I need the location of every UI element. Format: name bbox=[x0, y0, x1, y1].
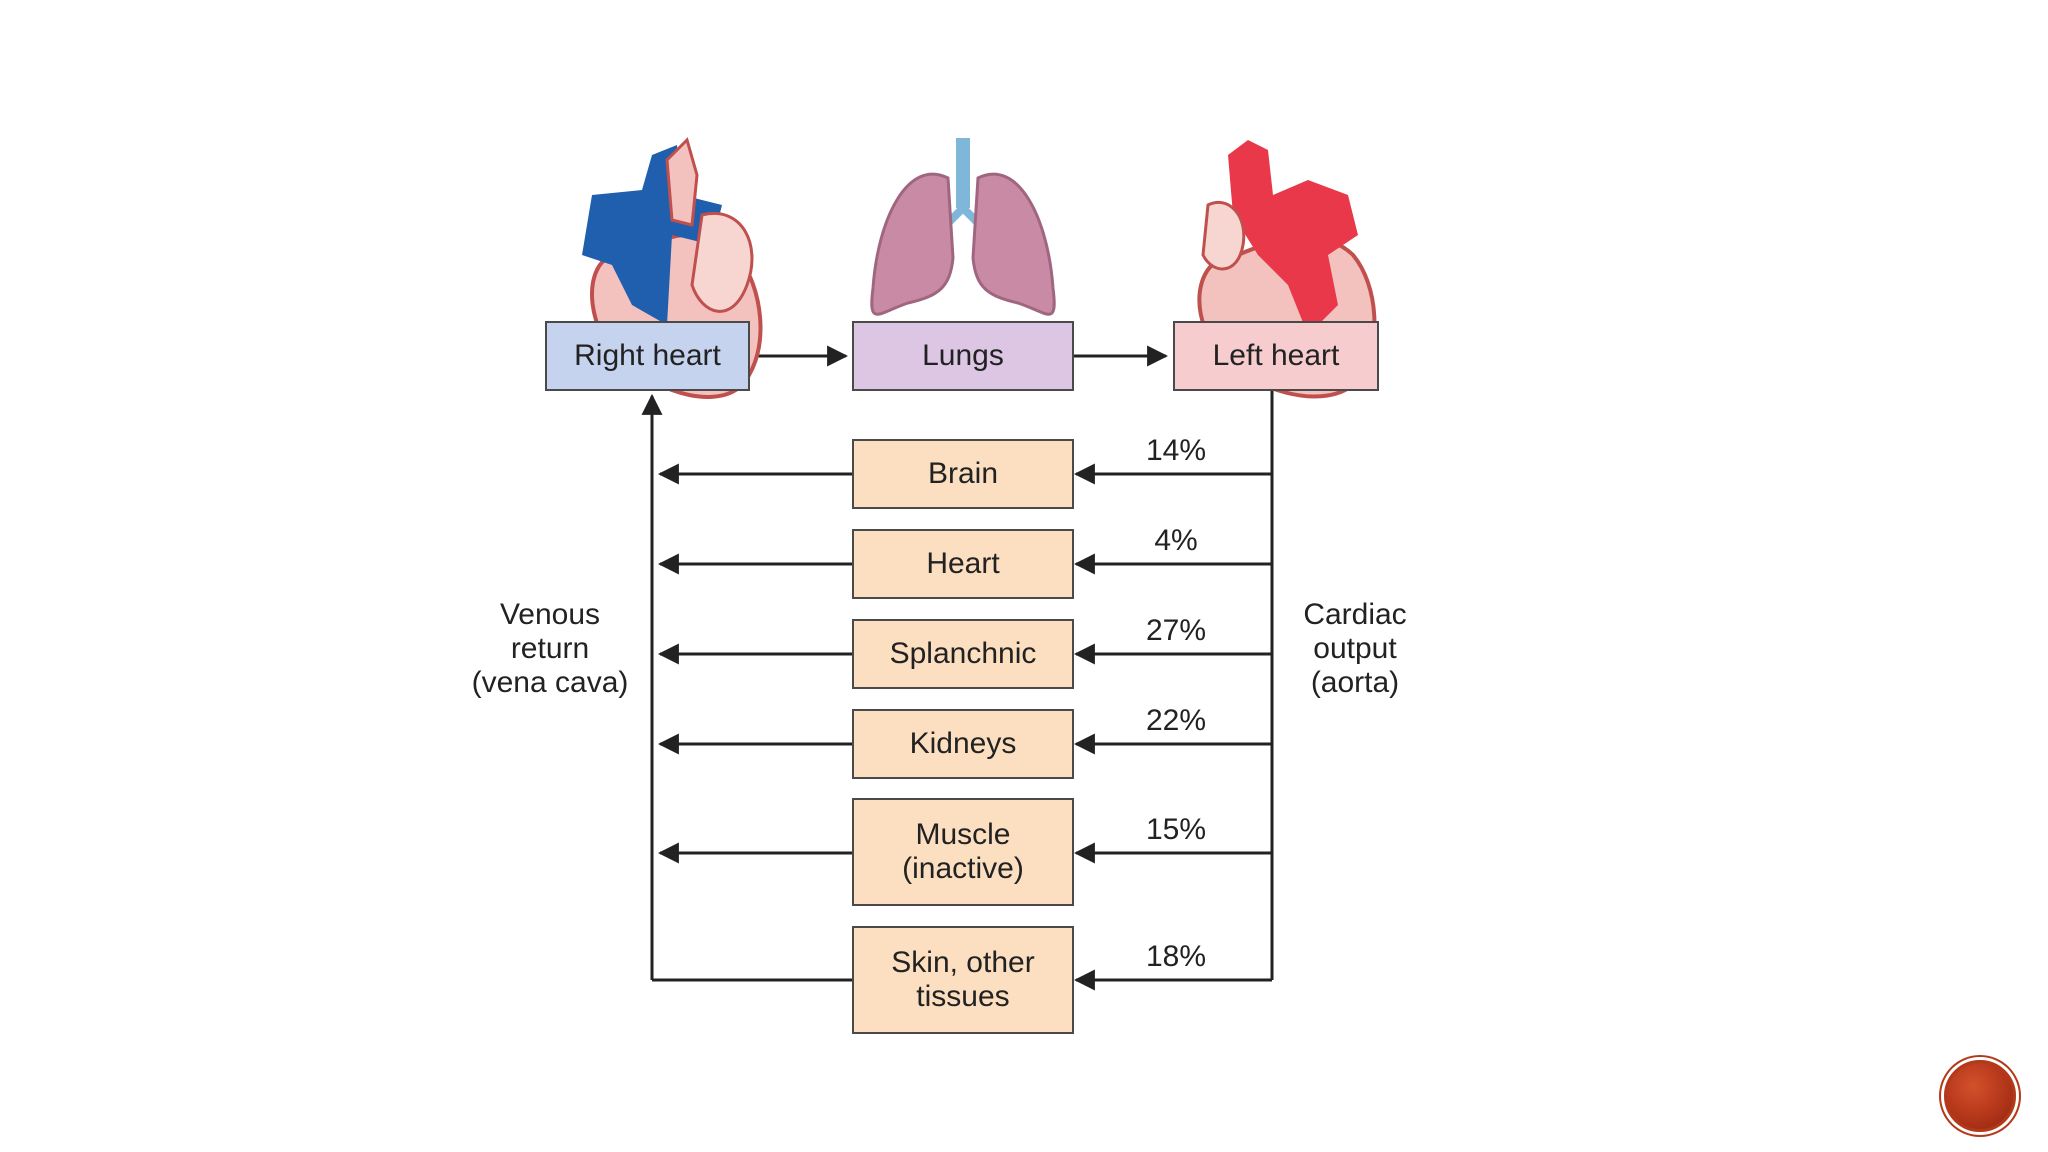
organ-label: Skin, other tissues bbox=[891, 946, 1035, 1013]
organ-box-skin: Skin, other tissues bbox=[852, 926, 1074, 1034]
venous-return-label: Venous return (vena cava) bbox=[471, 598, 629, 699]
right-heart-box: Right heart bbox=[545, 321, 750, 391]
organ-box-splanchnic: Splanchnic bbox=[852, 619, 1074, 689]
percent-kidneys: 22% bbox=[1145, 704, 1207, 737]
percent-skin: 18% bbox=[1145, 940, 1207, 973]
organ-box-kidneys: Kidneys bbox=[852, 709, 1074, 779]
organ-label: Kidneys bbox=[909, 727, 1017, 760]
right-heart-label: Right heart bbox=[574, 339, 721, 372]
left-heart-box: Left heart bbox=[1173, 321, 1379, 391]
organ-box-brain: Brain bbox=[852, 439, 1074, 509]
left-heart-label: Left heart bbox=[1212, 339, 1340, 372]
percent-brain: 14% bbox=[1145, 434, 1207, 467]
lungs-illustration bbox=[870, 138, 1056, 316]
percent-heart: 4% bbox=[1154, 524, 1198, 557]
organ-label: Heart bbox=[926, 547, 1000, 580]
percent-splanchnic: 27% bbox=[1145, 614, 1207, 647]
organ-label: Brain bbox=[927, 457, 999, 490]
organ-box-muscle: Muscle (inactive) bbox=[852, 798, 1074, 906]
lungs-label: Lungs bbox=[922, 339, 1004, 372]
organ-box-heart: Heart bbox=[852, 529, 1074, 599]
percent-muscle: 15% bbox=[1145, 813, 1207, 846]
lungs-box: Lungs bbox=[852, 321, 1074, 391]
cardiac-output-label: Cardiac output (aorta) bbox=[1303, 598, 1407, 699]
organ-label: Muscle (inactive) bbox=[902, 818, 1024, 885]
organ-label: Splanchnic bbox=[889, 637, 1037, 670]
slide-badge-icon bbox=[1944, 1060, 2016, 1132]
